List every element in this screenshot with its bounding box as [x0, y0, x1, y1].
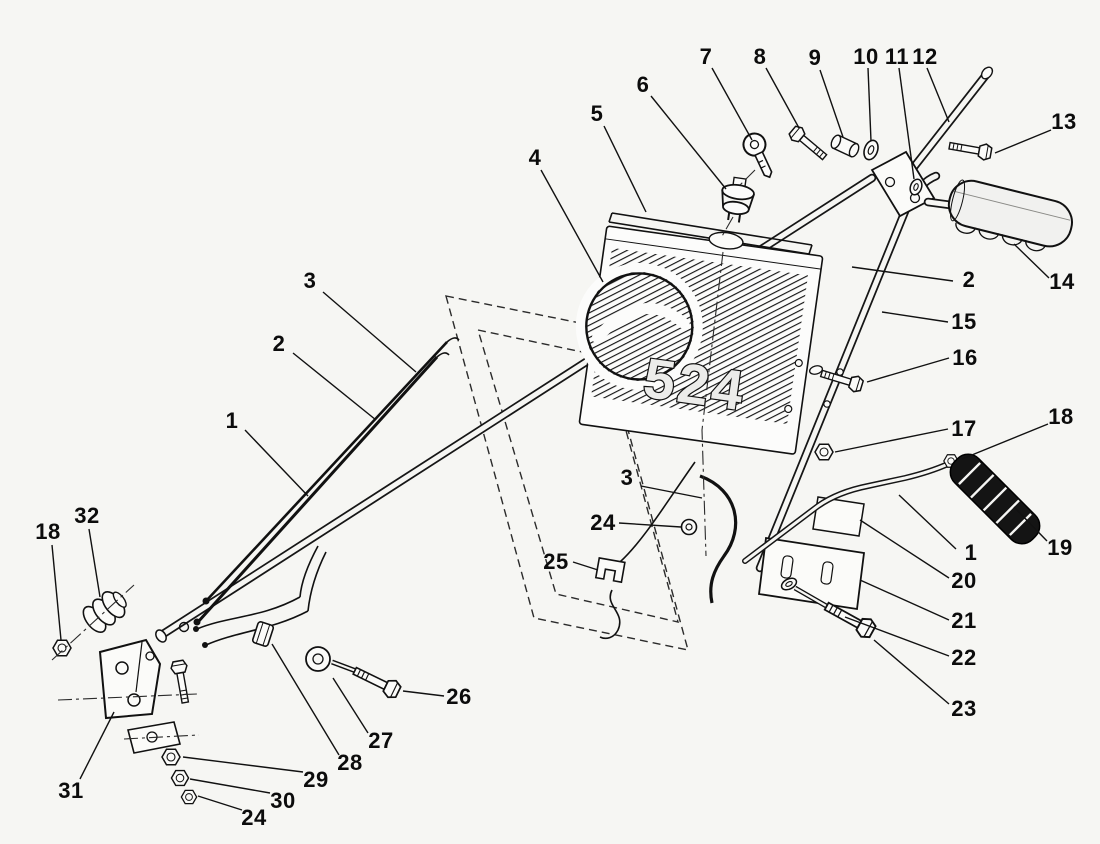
callout-19: 19 — [1047, 535, 1073, 560]
top-fasteners — [786, 123, 994, 196]
foam-grip — [949, 453, 1041, 545]
callout-3-mid: 3 — [620, 465, 634, 490]
callout-30: 30 — [270, 788, 296, 813]
callout-1-right: 1 — [964, 540, 978, 565]
callout-2-right: 2 — [962, 267, 976, 292]
callout-12: 12 — [912, 44, 938, 69]
cable-clip — [251, 621, 275, 647]
flat-washer — [305, 646, 331, 672]
callout-23: 23 — [951, 696, 977, 721]
callout-4: 4 — [528, 145, 542, 170]
phantom-outline-boxes — [445, 295, 689, 651]
callout-28: 28 — [337, 750, 363, 775]
callout-21: 21 — [951, 608, 977, 633]
handle-junction-bracket — [870, 150, 936, 218]
callout-27: 27 — [368, 728, 394, 753]
ignition-key — [742, 132, 773, 179]
cable-clamp — [594, 556, 626, 584]
callout-22: 22 — [951, 645, 977, 670]
callout-1-left: 1 — [225, 408, 239, 433]
right-lower-assembly — [742, 365, 1041, 642]
callout-32: 32 — [74, 503, 100, 528]
callout-16: 16 — [952, 345, 978, 370]
callout-14: 14 — [1049, 269, 1075, 294]
callout-6: 6 — [636, 72, 650, 97]
callout-10: 10 — [853, 44, 879, 69]
callout-2-left: 2 — [272, 331, 286, 356]
key-slot-oval — [708, 231, 744, 250]
panel-model-label: 524 — [640, 346, 750, 423]
callout-8: 8 — [753, 44, 767, 69]
left-lower-assembly — [52, 591, 404, 805]
callout-7: 7 — [699, 44, 713, 69]
callout-5: 5 — [590, 101, 604, 126]
callout-26: 26 — [446, 684, 472, 709]
callout-17: 17 — [951, 416, 977, 441]
ignition-switch — [721, 176, 755, 223]
handle-grip — [947, 179, 1073, 252]
callout-24-bottom: 24 — [241, 805, 267, 830]
mid-control-rod — [594, 461, 738, 640]
callout-20: 20 — [951, 568, 977, 593]
callout-3-left: 3 — [303, 268, 317, 293]
callout-29: 29 — [303, 767, 329, 792]
callout-9: 9 — [808, 45, 822, 70]
leader-lines — [51, 67, 1052, 811]
control-panel: 524 — [575, 225, 824, 455]
callout-18-right: 18 — [1048, 404, 1074, 429]
callout-25: 25 — [543, 549, 569, 574]
callout-15: 15 — [951, 309, 977, 334]
callout-31: 31 — [58, 778, 84, 803]
callout-24-mid: 24 — [590, 510, 616, 535]
centerlines — [51, 169, 756, 740]
callout-13: 13 — [1051, 109, 1077, 134]
callout-18-left: 18 — [35, 519, 61, 544]
roller-spacer — [82, 591, 127, 633]
brand-emblem — [585, 272, 694, 381]
callout-11: 11 — [884, 44, 910, 69]
